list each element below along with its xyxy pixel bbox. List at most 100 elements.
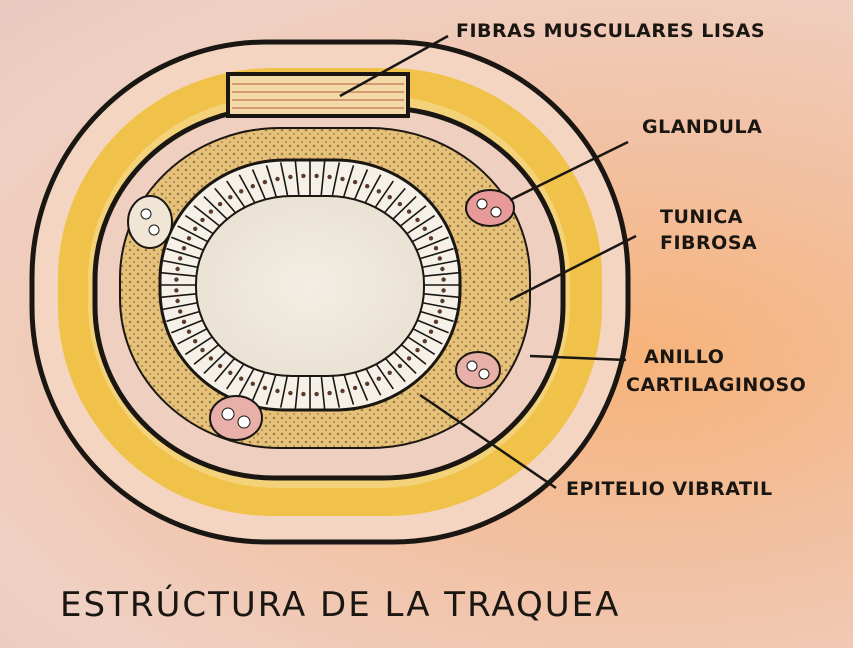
cell-nucleus [174,288,179,293]
cell-nucleus [397,201,403,207]
cell-wall [421,301,458,311]
cell-wall [160,293,197,299]
gland-right-lower [455,351,501,389]
cell-wall [372,180,394,211]
gland-left-upper [127,195,173,249]
cell-wall [342,370,355,405]
cell-wall [171,236,205,252]
cell-nucleus [415,217,420,223]
cell-nucleus [440,266,445,272]
cell-nucleus [178,256,183,261]
cell-nucleus [422,339,427,344]
cell-nucleus [250,184,255,189]
label-fibrosa: FIBROSA [660,232,758,254]
cell-nucleus [441,277,446,282]
leader-anillo [529,354,627,362]
cell-wall [352,367,369,401]
cell-wall [184,214,216,236]
cell-wall [214,187,239,216]
cell-nucleus [275,176,280,182]
cell-nucleus [288,390,293,396]
cell-wall [418,310,454,323]
cell-nucleus [239,376,244,381]
cell-nucleus [387,195,392,200]
cell-wall [415,236,449,252]
cell-wall [410,326,443,345]
cell-nucleus [365,184,370,189]
cell-wall [177,326,210,345]
leader-lines [339,34,637,490]
cell-nucleus [228,195,233,200]
cell-nucleus [208,356,214,361]
cell-nucleus [437,309,442,314]
cell-nucleus [262,179,268,185]
cell-nucleus [186,236,192,241]
cell-wall [423,293,460,299]
cell-nucleus [387,370,392,375]
cell-nucleus [433,319,439,324]
cell-nucleus [193,226,198,231]
cell-nucleus [262,385,268,391]
cell-wall [294,374,300,410]
cell-wall [320,374,326,410]
cell-nucleus [406,356,412,361]
cell-nucleus [340,388,345,394]
cell-nucleus [200,217,205,223]
cell-wall [251,169,268,203]
cell-wall [226,180,248,211]
cell-nucleus [193,339,198,344]
cell-nucleus [406,209,412,214]
cell-wall [184,334,216,356]
cell-nucleus [415,347,420,353]
cell-nucleus [181,246,187,251]
cell-wall [331,373,341,408]
gland-left-lower [209,395,263,441]
cell-wall [421,259,458,269]
cell-nucleus [288,174,293,180]
cell-wall [415,318,449,334]
label-anillo: ANILLO [644,346,725,368]
cell-wall [381,187,406,216]
cell-wall [404,334,436,356]
cell-wall [352,169,369,203]
cell-nucleus [422,226,427,231]
cell-nucleus [175,298,180,304]
cell-nucleus [440,298,445,304]
cell-nucleus [217,201,223,207]
cell-nucleus [441,288,446,293]
cell-wall [331,162,341,197]
cell-wall [162,301,199,311]
cell-wall [362,174,382,206]
cell-nucleus [428,236,434,241]
cell-wall [397,341,427,365]
cell-nucleus [174,277,179,282]
cell-nucleus [301,173,306,179]
cell-wall [160,271,197,277]
cell-wall [171,318,205,334]
label-tunica: TUNICA [660,206,744,228]
cell-nucleus [301,391,306,397]
cell-nucleus [428,329,434,334]
cell-nucleus [433,246,439,251]
cell-nucleus [327,390,332,396]
cell-wall [166,247,202,260]
cell-nucleus [239,189,244,194]
cell-nucleus [200,347,205,353]
cell-nucleus [250,381,255,386]
cell-wall [342,165,355,200]
cell-wall [162,259,199,269]
cell-wall [251,367,268,401]
cell-nucleus [175,266,180,272]
leader-fibras [339,34,449,98]
leader-tunica [509,234,637,302]
cell-wall [279,373,289,408]
tracheal-lumen [195,195,425,377]
cell-wall [265,165,278,200]
cell-wall [193,205,223,229]
gland-right-upper [465,189,515,227]
cell-wall [193,341,223,365]
leader-epitelio [419,393,557,490]
cell-wall [279,162,289,197]
cell-wall [423,271,460,277]
